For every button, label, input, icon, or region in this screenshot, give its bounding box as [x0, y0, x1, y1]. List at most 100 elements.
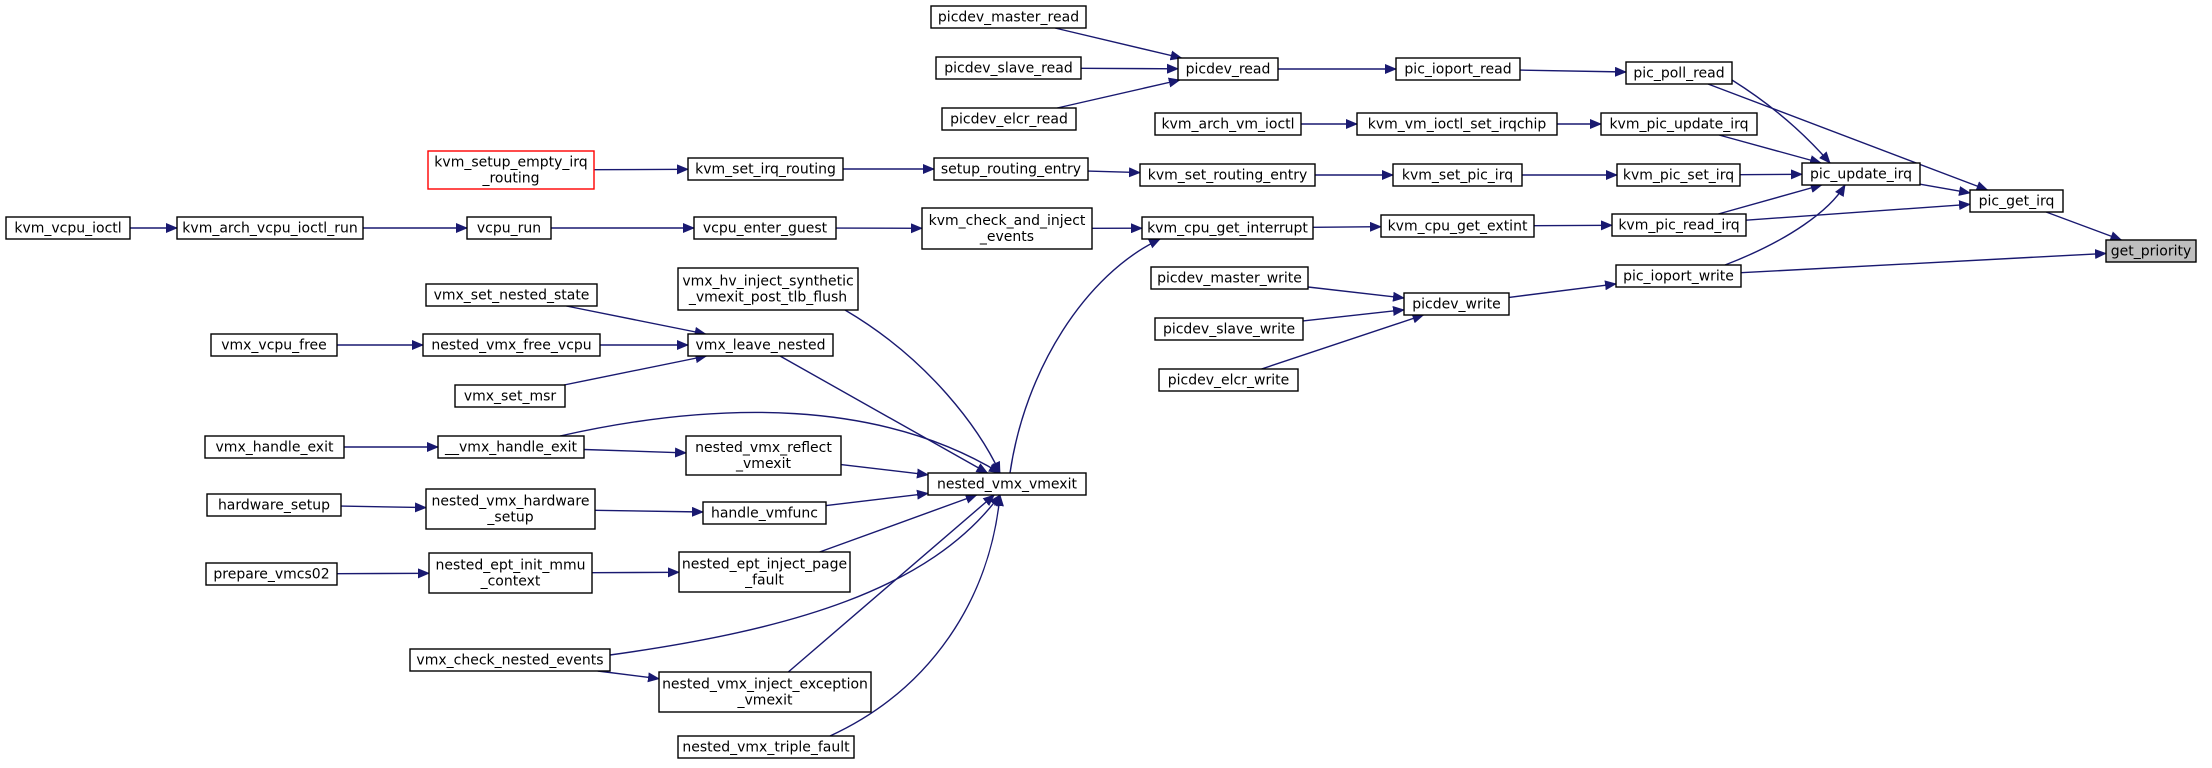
node-box — [685, 435, 842, 476]
node-vmx-handle-exit[interactable]: __vmx_handle_exit — [437, 435, 585, 459]
node-handle-vmfunc[interactable]: handle_vmfunc — [702, 501, 827, 525]
node-box — [1158, 368, 1299, 392]
node-picdev-elcr-write[interactable]: picdev_elcr_write — [1158, 368, 1299, 392]
node-nested-vmx-inject-exception-vmexit[interactable]: nested_vmx_inject_exception_vmexit — [658, 671, 872, 713]
node-box — [933, 157, 1089, 181]
node-vmx-hv-inject-synthetic-vmexit-post-tlb-flush[interactable]: vmx_hv_inject_synthetic_vmexit_post_tlb_… — [677, 267, 859, 311]
node-label: picdev_elcr_read — [950, 112, 1068, 128]
edge-pic-ioport-write-to-get-priority — [1740, 248, 2107, 274]
node-kvm-pic-set-irq[interactable]: kvm_pic_set_irq — [1616, 163, 1741, 187]
node-picdev-slave-write[interactable]: picdev_slave_write — [1154, 317, 1304, 341]
node-label: nested_vmx_triple_fault — [682, 740, 850, 756]
node-box — [687, 157, 844, 181]
node-vmx-check-nested-events[interactable]: vmx_check_nested_events — [409, 648, 611, 672]
node-label: picdev_master_write — [1157, 271, 1302, 287]
node-label: handle_vmfunc — [711, 506, 818, 522]
node-kvm-setup-empty-irq-routing[interactable]: kvm_setup_empty_irq_routing — [427, 150, 595, 190]
node-picdev-master-write[interactable]: picdev_master_write — [1150, 266, 1309, 290]
node-label: vmx_vcpu_free — [221, 338, 327, 354]
node-kvm-pic-read-irq[interactable]: kvm_pic_read_irq — [1611, 213, 1747, 237]
node-kvm-set-routing-entry[interactable]: kvm_set_routing_entry — [1139, 163, 1316, 187]
node-picdev-elcr-read[interactable]: picdev_elcr_read — [941, 107, 1077, 131]
node-label: pic_ioport_read — [1404, 62, 1511, 78]
node-picdev-slave-read[interactable]: picdev_slave_read — [935, 56, 1082, 80]
node-nested-ept-inject-page-fault[interactable]: nested_ept_inject_page_fault — [678, 551, 851, 593]
node-setup-routing-entry[interactable]: setup_routing_entry — [933, 157, 1089, 181]
node-label: kvm_set_pic_irq — [1402, 168, 1513, 184]
node-get-priority[interactable]: get_priority — [2105, 239, 2197, 263]
node-kvm-arch-vm-ioctl[interactable]: kvm_arch_vm_ioctl — [1154, 112, 1302, 136]
node-pic-get-irq[interactable]: pic_get_irq — [1969, 189, 2064, 213]
node-box — [1139, 163, 1316, 187]
node-prepare-vmcs02[interactable]: prepare_vmcs02 — [205, 562, 338, 586]
node-nested-vmx-hardware-setup[interactable]: nested_vmx_hardware_setup — [425, 488, 596, 530]
edge-picdev-master-read-to-picdev-read — [1054, 27, 1183, 61]
edge-picdev-master-write-to-picdev-write — [1307, 286, 1405, 302]
node-vcpu-enter-guest[interactable]: vcpu_enter_guest — [693, 216, 837, 240]
node-label: nested_vmx_inject_exception — [662, 677, 868, 693]
node-nested-vmx-reflect-vmexit[interactable]: nested_vmx_reflect_vmexit — [685, 435, 842, 476]
node-label: _events — [979, 229, 1034, 245]
node-kvm-cpu-get-extint[interactable]: kvm_cpu_get_extint — [1380, 214, 1535, 238]
edge-picdev-slave-write-to-picdev-write — [1302, 306, 1405, 322]
edge-pic-ioport-write-to-pic-update-irq — [1724, 184, 1846, 266]
node-nested-vmx-vmexit[interactable]: nested_vmx_vmexit — [927, 472, 1087, 496]
node-box — [466, 216, 552, 240]
node-label: get_priority — [2111, 244, 2192, 260]
node-box — [5, 216, 131, 240]
node-kvm-arch-vcpu-ioctl-run[interactable]: kvm_arch_vcpu_ioctl_run — [176, 216, 364, 240]
node-pic-ioport-write[interactable]: pic_ioport_write — [1615, 264, 1742, 288]
node-kvm-cpu-get-interrupt[interactable]: kvm_cpu_get_interrupt — [1141, 216, 1314, 240]
node-kvm-set-pic-irq[interactable]: kvm_set_pic_irq — [1392, 163, 1523, 187]
node-vcpu-run[interactable]: vcpu_run — [466, 216, 552, 240]
node-pic-ioport-read[interactable]: pic_ioport_read — [1395, 57, 1521, 81]
node-label: picdev_elcr_write — [1168, 373, 1289, 389]
node-box — [176, 216, 364, 240]
edge-nested-vmx-reflect-vmexit-to-nested-vmx-vmexit — [840, 463, 929, 479]
node-box — [1392, 163, 1523, 187]
node-nested-vmx-free-vcpu[interactable]: nested_vmx_free_vcpu — [422, 333, 601, 357]
node-label: nested_vmx_hardware — [432, 494, 590, 510]
node-label: vmx_hv_inject_synthetic — [682, 274, 853, 290]
node-hardware-setup[interactable]: hardware_setup — [206, 493, 342, 517]
node-label: nested_vmx_vmexit — [937, 477, 1077, 493]
node-vmx-leave-nested[interactable]: vmx_leave_nested — [687, 333, 834, 357]
node-kvm-set-irq-routing[interactable]: kvm_set_irq_routing — [687, 157, 844, 181]
node-label: prepare_vmcs02 — [213, 567, 329, 583]
node-kvm-vm-ioctl-set-irqchip[interactable]: kvm_vm_ioctl_set_irqchip — [1356, 112, 1558, 136]
node-nested-vmx-triple-fault[interactable]: nested_vmx_triple_fault — [677, 735, 855, 759]
edge-hardware-setup-to-nested-vmx-hardware-setup — [340, 502, 427, 513]
node-box — [1177, 57, 1279, 81]
node-pic-poll-read[interactable]: pic_poll_read — [1625, 61, 1733, 85]
node-box — [425, 283, 598, 307]
node-label: picdev_master_read — [938, 10, 1079, 26]
node-box — [941, 107, 1077, 131]
node-picdev-read[interactable]: picdev_read — [1177, 57, 1279, 81]
node-vmx-set-nested-state[interactable]: vmx_set_nested_state — [425, 283, 598, 307]
node-kvm-check-and-inject-events[interactable]: kvm_check_and_inject_events — [921, 207, 1093, 250]
node-vmx-handle-exit[interactable]: vmx_handle_exit — [204, 435, 345, 459]
node-pic-update-irq[interactable]: pic_update_irq — [1801, 162, 1921, 186]
node-box — [1154, 112, 1302, 136]
node-kvm-pic-update-irq[interactable]: kvm_pic_update_irq — [1600, 112, 1758, 136]
node-picdev-master-read[interactable]: picdev_master_read — [930, 5, 1087, 29]
edge-vmx-check-nested-events-to-nested-vmx-vmexit — [609, 494, 1001, 656]
node-layer: get_prioritypic_get_irqpic_ioport_writep… — [5, 5, 2197, 759]
node-kvm-vcpu-ioctl[interactable]: kvm_vcpu_ioctl — [5, 216, 131, 240]
node-label: vcpu_run — [477, 221, 541, 237]
node-label: kvm_arch_vm_ioctl — [1161, 117, 1294, 133]
node-label: kvm_set_routing_entry — [1148, 168, 1307, 184]
node-box — [206, 493, 342, 517]
node-box — [693, 216, 837, 240]
node-vmx-vcpu-free[interactable]: vmx_vcpu_free — [210, 333, 338, 357]
node-label: kvm_vcpu_ioctl — [14, 221, 121, 237]
node-vmx-set-msr[interactable]: vmx_set_msr — [454, 384, 566, 408]
node-picdev-write[interactable]: picdev_write — [1403, 292, 1510, 316]
edge-nested-vmx-triple-fault-to-nested-vmx-vmexit — [829, 494, 1004, 737]
node-box — [437, 435, 585, 459]
node-nested-ept-init-mmu-context[interactable]: nested_ept_init_mmu_context — [428, 552, 593, 594]
node-box — [422, 333, 601, 357]
node-box — [677, 267, 859, 311]
edge-pic-update-irq-to-pic-get-irq — [1919, 183, 1971, 196]
